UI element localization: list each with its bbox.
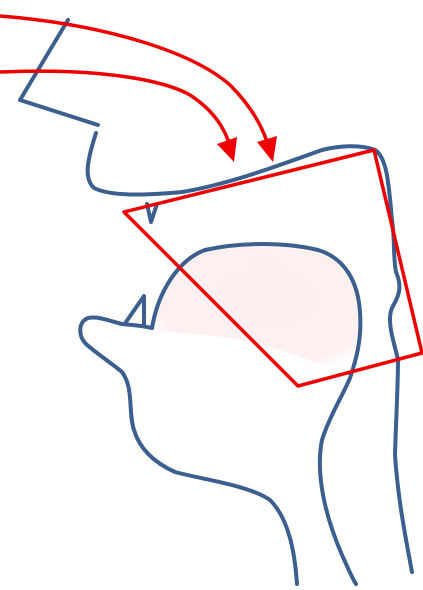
incoming-arrows [0,16,277,162]
palate-outline [88,133,412,572]
upper-arrowhead-icon [257,136,277,162]
lower-teeth-outline [126,296,144,325]
lower-arrowhead-icon [217,137,237,162]
upper-arrow-shaft [0,16,268,145]
chin-neck-outline [80,318,297,584]
